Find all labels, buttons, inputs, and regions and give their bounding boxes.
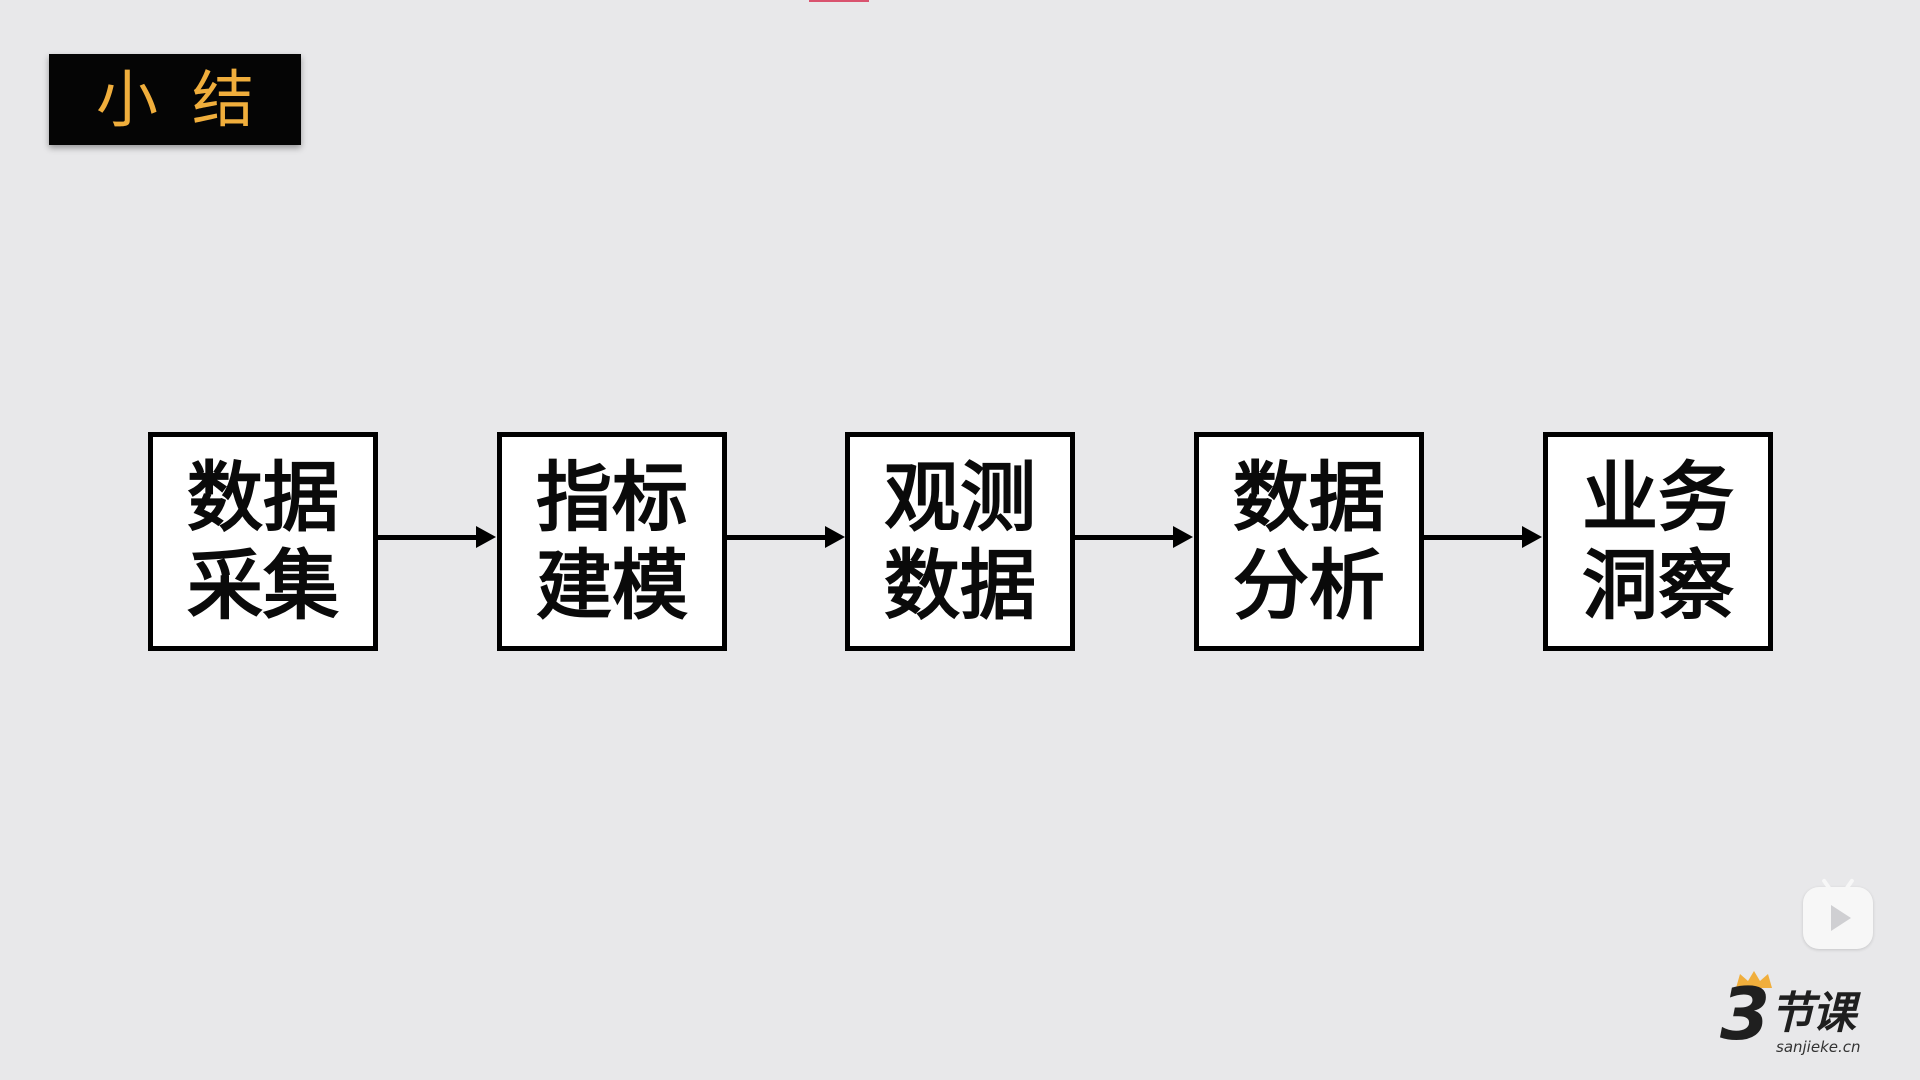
title-box: 小结 — [49, 54, 301, 145]
logo-url: sanjieke.cn — [1776, 1038, 1861, 1056]
node-label-line2: 数据 — [884, 540, 1036, 630]
node-label-line2: 分析 — [1233, 540, 1385, 630]
node-label-line2: 采集 — [187, 540, 339, 630]
flow-node-data-collection: 数据 采集 — [148, 432, 378, 651]
node-label-line1: 数据 — [187, 452, 339, 542]
node-label-line2: 洞察 — [1582, 540, 1734, 630]
node-label-line1: 观测 — [884, 452, 1036, 542]
progress-indicator — [809, 0, 869, 2]
crown-icon — [1736, 971, 1772, 988]
logo-number: 3 — [1720, 972, 1771, 1056]
node-label-line2: 建模 — [536, 540, 688, 630]
slide-title: 小结 — [95, 62, 288, 136]
flow-node-metric-modeling: 指标 建模 — [497, 432, 727, 651]
node-label-line1: 数据 — [1233, 452, 1385, 542]
flow-node-data-analysis: 数据 分析 — [1194, 432, 1424, 651]
sanjieke-logo: 3 节课 sanjieke.cn — [1718, 970, 1893, 1060]
flow-node-observed-data: 观测 数据 — [845, 432, 1075, 651]
logo-text: 节课 — [1770, 988, 1856, 1039]
node-label-line1: 指标 — [536, 452, 688, 542]
flow-node-business-insight: 业务 洞察 — [1543, 432, 1773, 651]
node-label-line1: 业务 — [1582, 452, 1734, 542]
play-icon[interactable] — [1803, 878, 1873, 949]
